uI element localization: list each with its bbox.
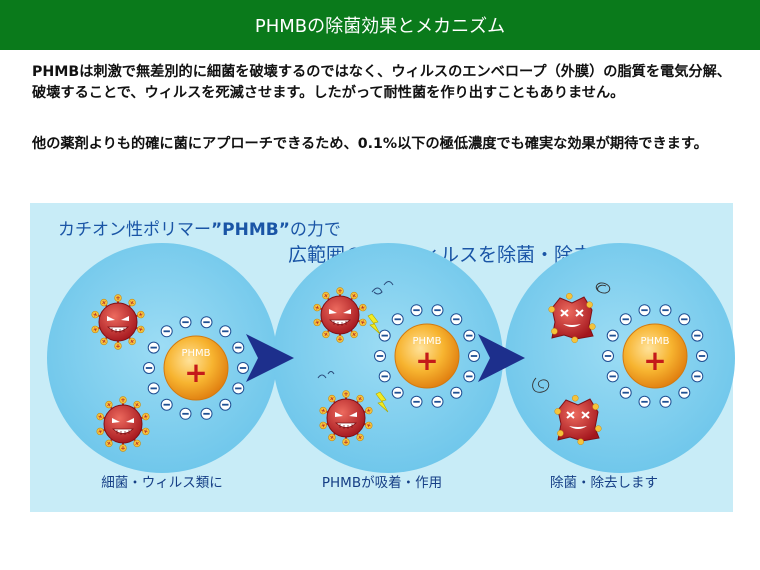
- negative-charge-icon: [232, 382, 245, 395]
- negative-charge-icon: [468, 350, 480, 362]
- negative-charge-icon: [200, 316, 213, 329]
- arrow-icon: [246, 334, 294, 382]
- negative-charge-icon: [678, 386, 691, 399]
- negative-charge-icon: [450, 313, 463, 326]
- dead-virus-icon: [554, 394, 602, 446]
- description-paragraph-1: PHMBは刺激で無差別的に細菌を破壊するのではなく、ウィルスのエンベロープ（外膜…: [32, 64, 731, 101]
- negative-charge-icon: [378, 329, 391, 342]
- negative-charge-icon: [602, 350, 614, 362]
- negative-charge-icon: [691, 329, 704, 342]
- caption-prefix: カチオン性ポリマー: [58, 220, 211, 240]
- negative-charge-icon: [237, 362, 249, 374]
- negative-charge-icon: [606, 370, 619, 383]
- phmb-particle: PHMB+: [602, 304, 708, 408]
- negative-charge-icon: [219, 325, 232, 338]
- negative-charge-icon: [143, 362, 155, 374]
- phmb-label: PHMB: [640, 336, 669, 347]
- negative-charge-icon: [147, 341, 160, 354]
- negative-charge-icon: [391, 386, 404, 399]
- lightning-icon: [375, 391, 389, 413]
- negative-charge-icon: [606, 329, 619, 342]
- panel-circle-1: [47, 243, 277, 473]
- phmb-label: PHMB: [412, 336, 441, 347]
- negative-charge-icon: [696, 350, 708, 362]
- virus-icon: [94, 395, 152, 453]
- page-title: PHMBの除菌効果とメカニズム: [254, 16, 506, 37]
- negative-charge-icon: [431, 395, 444, 408]
- panel-label-3: 除菌・除去します: [550, 475, 658, 491]
- lightning-icon: [367, 313, 381, 335]
- caption-phmb-emphasis: ”PHMB”: [211, 220, 290, 240]
- negative-charge-icon: [179, 316, 192, 329]
- positive-charge-icon: +: [184, 356, 207, 389]
- negative-charge-icon: [619, 386, 632, 399]
- positive-charge-icon: +: [643, 344, 666, 377]
- negative-charge-icon: [410, 304, 423, 317]
- virus-icon: [89, 293, 147, 351]
- page-header: PHMBの除菌効果とメカニズム: [0, 0, 760, 50]
- negative-charge-icon: [374, 350, 386, 362]
- caption-suffix: の力で: [289, 220, 341, 240]
- virus-icon: [317, 389, 375, 447]
- negative-charge-icon: [160, 398, 173, 411]
- negative-charge-icon: [659, 304, 672, 317]
- phmb-particle: PHMB+: [374, 304, 480, 408]
- negative-charge-icon: [232, 341, 245, 354]
- illustration-caption-line1: カチオン性ポリマー”PHMB”の力で: [58, 215, 341, 240]
- panel-label-2: PHMBが吸着・作用: [322, 474, 442, 491]
- panel-label-1: 細菌・ウィルス類に: [101, 475, 223, 491]
- phmb-label: PHMB: [181, 348, 210, 359]
- negative-charge-icon: [691, 370, 704, 383]
- negative-charge-icon: [219, 398, 232, 411]
- negative-charge-icon: [391, 313, 404, 326]
- negative-charge-icon: [179, 407, 192, 420]
- negative-charge-icon: [659, 395, 672, 408]
- negative-charge-icon: [160, 325, 173, 338]
- negative-charge-icon: [431, 304, 444, 317]
- motion-lines-icon: [317, 281, 394, 379]
- negative-charge-icon: [638, 395, 651, 408]
- negative-charge-icon: [463, 370, 476, 383]
- negative-charge-icon: [450, 386, 463, 399]
- negative-charge-icon: [200, 407, 213, 420]
- negative-charge-icon: [638, 304, 651, 317]
- dead-virus-icon: [548, 292, 596, 344]
- arrow-icon: [478, 334, 525, 382]
- negative-charge-icon: [378, 370, 391, 383]
- negative-charge-icon: [410, 395, 423, 408]
- phmb-particle: PHMB+: [143, 316, 249, 420]
- scribble-icon: [532, 282, 611, 393]
- negative-charge-icon: [463, 329, 476, 342]
- virus-icon: [311, 286, 369, 344]
- negative-charge-icon: [678, 313, 691, 326]
- negative-charge-icon: [147, 382, 160, 395]
- negative-charge-icon: [619, 313, 632, 326]
- positive-charge-icon: +: [415, 344, 438, 377]
- description-paragraph-2: 他の薬剤よりも的確に菌にアプローチできるため、0.1%以下の極低濃度でも確実な効…: [32, 136, 708, 152]
